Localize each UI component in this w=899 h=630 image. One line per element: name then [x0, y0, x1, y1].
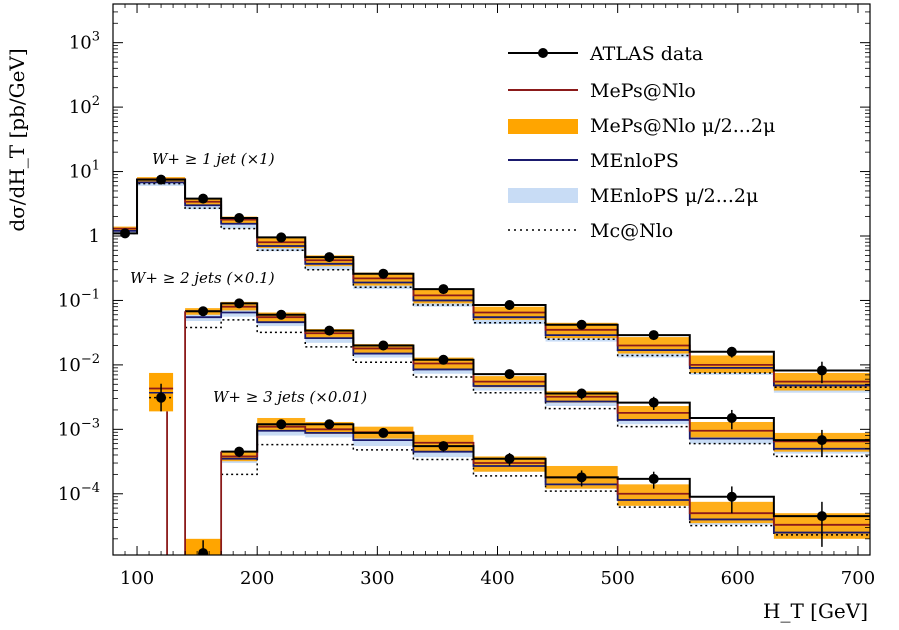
x-tick-label: 300: [360, 568, 394, 589]
legend-label-meps-band: MePs@Nlo μ/2...2μ: [590, 115, 775, 137]
data-point: [438, 354, 449, 365]
x-tick-label: 600: [721, 568, 755, 589]
data-point: [378, 340, 389, 351]
x-axis-label: H_T [GeV]: [763, 599, 868, 623]
data-point: [504, 369, 515, 380]
data-point: [576, 388, 587, 399]
legend-label-menlops-band: MEnloPS μ/2...2μ: [590, 185, 758, 207]
data-point: [504, 299, 515, 310]
data-point: [324, 419, 335, 430]
legend-label-menlops: MEnloPS: [590, 150, 679, 172]
data-point: [438, 441, 449, 452]
mcnlo-line: [113, 182, 870, 388]
x-tick-label: 200: [240, 568, 274, 589]
data-point: [234, 298, 245, 309]
data-point: [816, 511, 827, 522]
data-point: [276, 309, 287, 320]
y-tick-label: 10−4: [58, 481, 100, 505]
data-point: [438, 284, 449, 295]
data-point: [234, 446, 245, 457]
data-point: [648, 473, 659, 484]
data-point: [576, 319, 587, 330]
legend-label-data: ATLAS data: [589, 43, 703, 65]
annotation-1jet: W+ ≥ 1 jet (×1): [152, 150, 275, 168]
data-point: [576, 472, 587, 483]
data-point: [156, 174, 167, 185]
data-point: [378, 268, 389, 279]
data-point: [726, 412, 737, 423]
y-axis-label: dσ/dH_T [pb/GeV]: [5, 48, 29, 231]
data-point: [726, 491, 737, 502]
prediction-lines: [113, 178, 870, 555]
legend-item-mcnlo: Mc@Nlo: [508, 220, 673, 242]
data-point: [324, 252, 335, 263]
data-point: [198, 548, 209, 555]
y-tick-label: 10−3: [58, 416, 100, 440]
mcnlo-line: [185, 319, 870, 458]
data-point: [276, 232, 287, 243]
y-tick-label: 1: [89, 226, 100, 247]
data-points: [120, 174, 827, 555]
data-point: [726, 346, 737, 357]
data-point: [504, 453, 515, 464]
annotation-3jets: W+ ≥ 3 jets (×0.01): [213, 388, 367, 406]
data-point: [120, 228, 131, 239]
x-tick-label: 400: [480, 568, 514, 589]
x-tick-label: 500: [600, 568, 634, 589]
data-point: [234, 213, 245, 224]
menlops-line: [113, 181, 870, 387]
x-tick-label: 100: [120, 568, 154, 589]
axes: 100 200 300 400 500 600 700 103 102 101 1 10−1 10−2 1…: [58, 4, 875, 589]
data-point: [198, 193, 209, 204]
legend-item-data: ATLAS data: [508, 43, 703, 65]
y-tick-label: 101: [69, 159, 100, 183]
legend-item-meps: MePs@Nlo: [508, 80, 696, 102]
group-annotations: W+ ≥ 1 jet (×1) W+ ≥ 2 jets (×0.1) W+ ≥ …: [130, 150, 367, 406]
data-point: [276, 419, 287, 430]
annotation-2jets: W+ ≥ 2 jets (×0.1): [130, 269, 275, 287]
data-point: [648, 330, 659, 341]
data-histogram-line: [221, 423, 870, 518]
legend-label-meps: MePs@Nlo: [590, 80, 696, 102]
legend: ATLAS data MePs@Nlo MePs@Nlo μ/2...2μ ME…: [508, 43, 775, 242]
y-tick-label: 10−1: [58, 287, 100, 311]
y-tick-label: 103: [69, 30, 100, 54]
legend-item-menlops: MEnloPS: [508, 150, 679, 172]
data-point: [156, 392, 167, 403]
y-tick-label: 102: [69, 94, 100, 118]
data-point: [816, 435, 827, 446]
data-point: [324, 325, 335, 336]
legend-item-menlops-band: MEnloPS μ/2...2μ: [508, 185, 758, 207]
y-tick-label: 10−2: [58, 352, 100, 376]
data-point: [378, 427, 389, 438]
x-tick-label: 700: [841, 568, 875, 589]
data-point: [816, 365, 827, 376]
meps-rising-edge: [184, 311, 223, 555]
plot-frame: [112, 3, 871, 556]
uncertainty-bands: [113, 177, 870, 555]
legend-label-mcnlo: Mc@Nlo: [590, 220, 673, 242]
legend-item-meps-band: MePs@Nlo μ/2...2μ: [508, 115, 775, 137]
data-point: [648, 397, 659, 408]
data-point: [198, 306, 209, 317]
meps-band-bin: [689, 421, 774, 438]
